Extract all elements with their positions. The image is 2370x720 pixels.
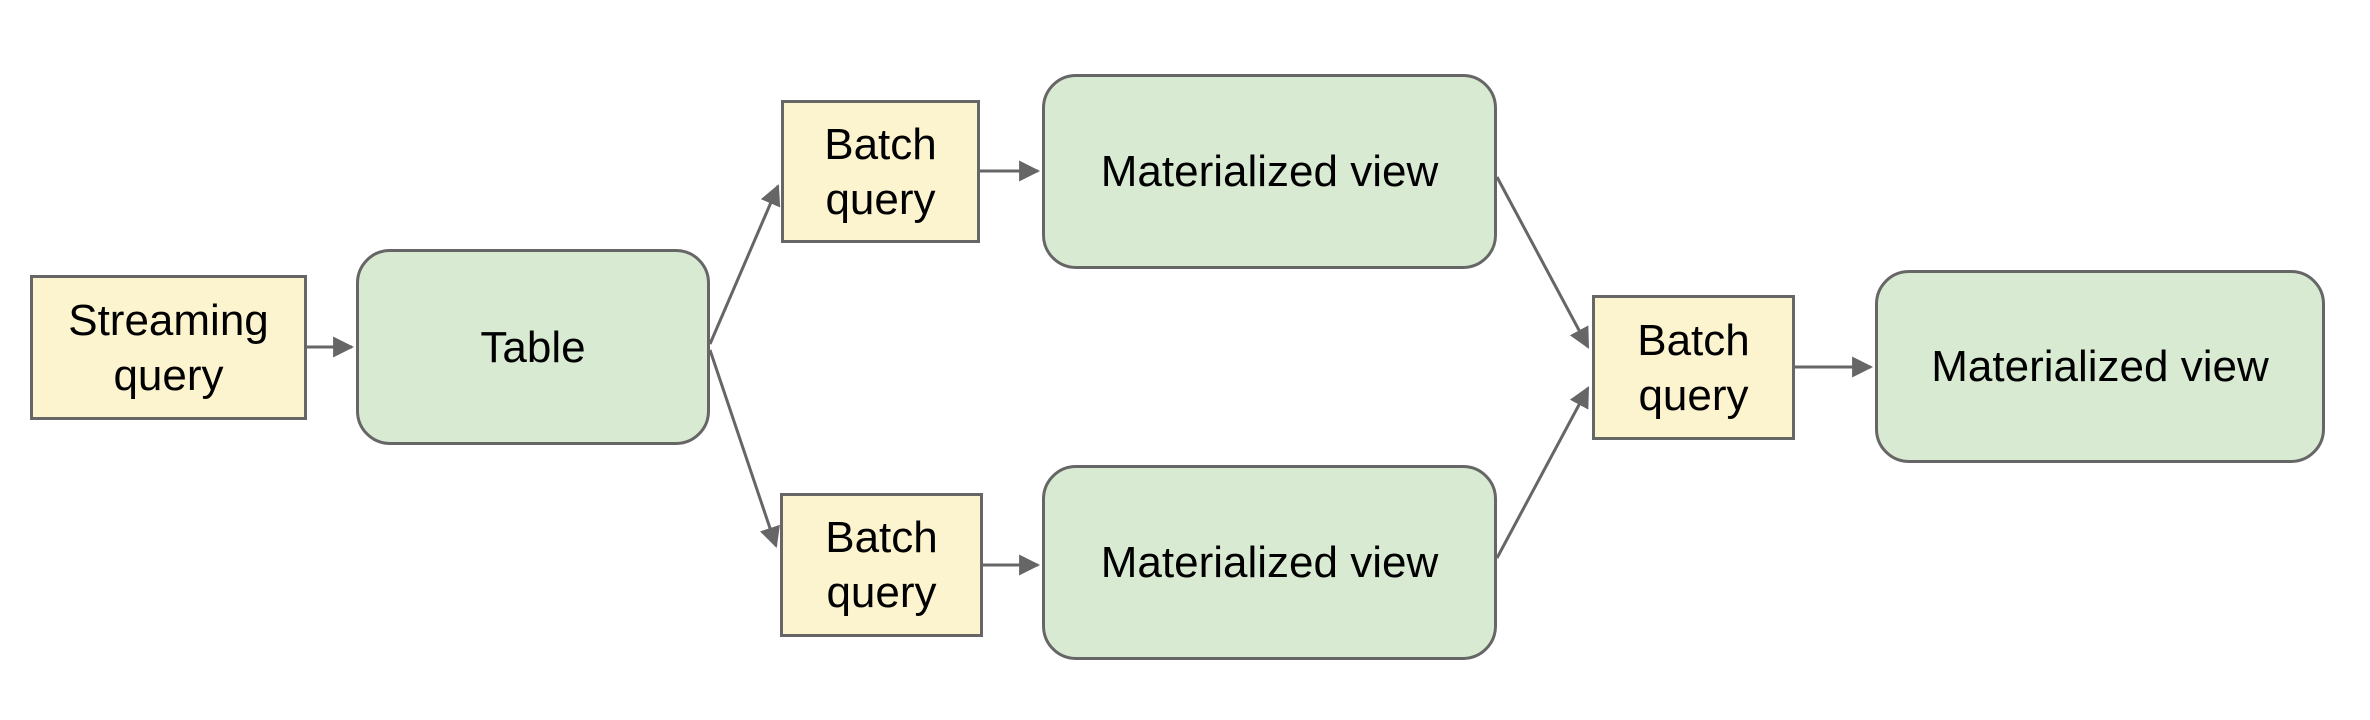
node-materialized-view-final: Materialized view <box>1875 270 2325 463</box>
node-batch-query-top: Batch query <box>781 100 980 243</box>
edge-mv-top-to-batch-query-merge <box>1495 176 1590 349</box>
node-materialized-view-final-label: Materialized view <box>1931 342 2269 391</box>
edge-mv-bottom-to-batch-query-merge <box>1495 386 1590 559</box>
node-batch-query-merge-label: Batch query <box>1637 315 1750 420</box>
node-materialized-view-bottom-label: Materialized view <box>1100 538 1439 587</box>
node-materialized-view-top: Materialized view <box>1042 74 1497 269</box>
node-batch-query-merge: Batch query <box>1592 295 1795 440</box>
node-materialized-view-top-label: Materialized view <box>1100 147 1439 196</box>
node-streaming-query: Streaming query <box>30 275 307 420</box>
node-batch-query-top-label: Batch query <box>824 119 937 224</box>
node-streaming-query-label: Streaming query <box>68 295 269 400</box>
node-table-label: Table <box>480 322 586 372</box>
node-batch-query-bottom: Batch query <box>780 493 983 637</box>
node-batch-query-bottom-label: Batch query <box>825 513 938 617</box>
edge-table-to-batch-query-bottom <box>708 349 780 548</box>
node-table: Table <box>356 249 710 445</box>
edge-table-to-batch-query-top <box>708 184 781 345</box>
node-materialized-view-bottom: Materialized view <box>1042 465 1497 660</box>
